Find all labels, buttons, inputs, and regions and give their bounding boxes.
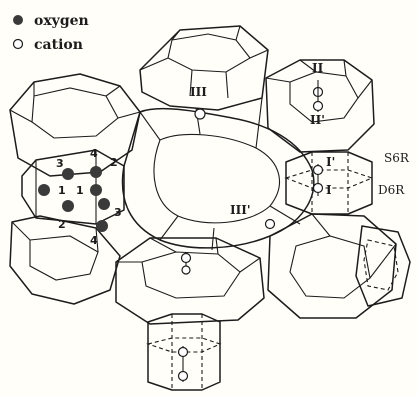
supercage-ring bbox=[123, 98, 314, 250]
label-site-I-prime: I' bbox=[326, 155, 335, 169]
oxygen-number-3a: 3 bbox=[56, 157, 64, 170]
legend-oxygen-dot bbox=[13, 15, 23, 25]
cation-site-III-prime bbox=[266, 220, 275, 229]
cation-bottom-upper bbox=[182, 254, 191, 263]
label-ring-S6R: S6R bbox=[384, 151, 410, 165]
label-site-III-prime: III' bbox=[230, 203, 251, 217]
d6r-far-right bbox=[356, 226, 410, 306]
label-site-II: II bbox=[312, 61, 324, 75]
sodalite-cage-left bbox=[10, 74, 140, 176]
cation-markers bbox=[179, 80, 323, 382]
oxygen-1a bbox=[38, 184, 50, 196]
oxygen-2a bbox=[62, 200, 74, 212]
cation-site-I-prime bbox=[314, 166, 323, 175]
oxygen-number-2b: 2 bbox=[58, 218, 66, 231]
legend-oxygen-label: oxygen bbox=[34, 13, 89, 29]
oxygen-number-3b: 3 bbox=[114, 206, 122, 219]
legend: oxygen cation bbox=[13, 13, 89, 53]
oxygen-3a bbox=[62, 168, 74, 180]
cation-d6r-bottom-upper bbox=[179, 348, 188, 357]
oxygen-number-4a: 4 bbox=[90, 147, 98, 160]
oxygen-3b bbox=[98, 198, 110, 210]
sodalite-cage-bottom bbox=[116, 238, 264, 324]
label-site-II-prime: II' bbox=[310, 113, 325, 127]
oxygen-number-labels: 3 4 2 1 1 2 3 4 bbox=[56, 147, 122, 247]
oxygen-number-4b: 4 bbox=[90, 234, 98, 247]
d6r-left bbox=[22, 150, 124, 224]
oxygen-number-2a: 2 bbox=[110, 156, 118, 169]
oxygen-number-1b: 1 bbox=[76, 184, 84, 197]
oxygen-1b bbox=[90, 184, 102, 196]
sodalite-cage-lower-right bbox=[268, 214, 396, 318]
oxygen-4a bbox=[90, 166, 102, 178]
site-labels: III II II' I' I III' S6R D6R bbox=[190, 61, 410, 217]
legend-cation-label: cation bbox=[34, 37, 83, 53]
oxygen-4b bbox=[96, 220, 108, 232]
legend-cation-circle bbox=[14, 40, 23, 49]
label-ring-D6R: D6R bbox=[378, 183, 405, 197]
cation-site-III bbox=[195, 109, 205, 119]
label-site-I: I bbox=[326, 183, 332, 197]
cation-d6r-bottom-lower bbox=[179, 372, 188, 381]
cation-site-II-prime bbox=[314, 102, 323, 111]
cation-site-I bbox=[314, 184, 323, 193]
label-site-III: III bbox=[190, 85, 207, 99]
oxygen-number-1a: 1 bbox=[58, 184, 66, 197]
cation-bottom-lower bbox=[182, 266, 190, 274]
